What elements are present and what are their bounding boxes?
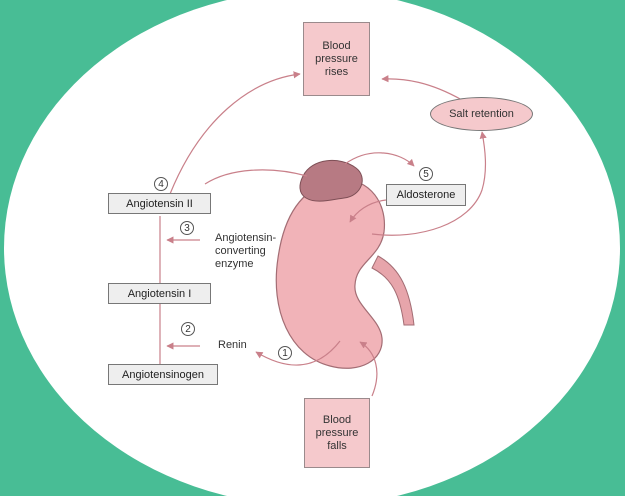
ace-label: Angiotensin-converting enzyme (215, 232, 291, 271)
angiotensinogen-box: Angiotensinogen (108, 364, 218, 385)
step-3-badge: 3 (180, 221, 194, 235)
step-5-badge: 5 (419, 167, 433, 181)
step-4-badge: 4 (154, 177, 168, 191)
aldosterone-box: Aldosterone (386, 184, 466, 206)
salt-retention-oval: Salt retention (430, 97, 533, 131)
step-1-badge: 1 (278, 346, 292, 360)
blood-pressure-rises-box: Blood pressure rises (303, 22, 370, 96)
step-2-badge: 2 (181, 322, 195, 336)
angiotensin-i-box: Angiotensin I (108, 283, 211, 304)
blood-pressure-falls-box: Blood pressure falls (304, 398, 370, 468)
angiotensin-ii-box: Angiotensin II (108, 193, 211, 214)
renin-label: Renin (218, 339, 247, 352)
